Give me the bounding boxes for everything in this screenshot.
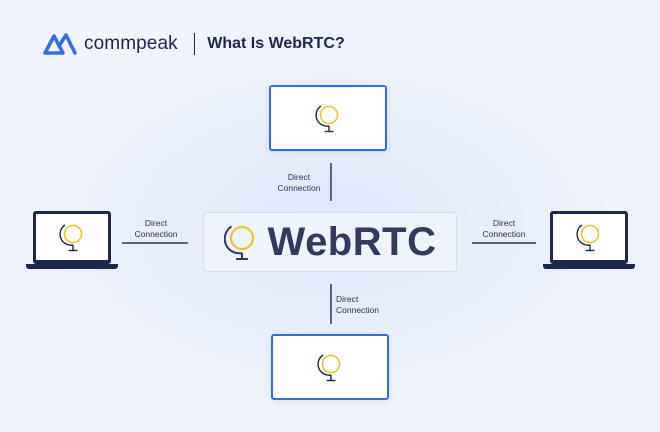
laptop-base: [543, 264, 635, 269]
globe-icon: [317, 354, 341, 382]
laptop-screen: [33, 211, 111, 264]
globe-icon: [576, 224, 600, 252]
connection-label-top: Direct Connection: [277, 172, 321, 193]
device-laptop-right: [543, 211, 635, 271]
globe-icon: [223, 225, 254, 260]
device-laptop-left: [26, 211, 118, 271]
header-divider: [193, 33, 196, 55]
webrtc-label: WebRTC: [267, 219, 437, 264]
laptop-base: [26, 264, 118, 269]
globe-icon: [59, 224, 83, 252]
connection-label-left: Direct Connection: [134, 218, 178, 239]
connector-line-bottom: [330, 284, 332, 324]
device-monitor-bottom: [271, 334, 389, 400]
commpeak-logo-icon: [43, 33, 77, 55]
connector-line-top: [330, 163, 332, 201]
header: commpeak What Is WebRTC?: [42, 28, 345, 60]
connection-label-right: Direct Connection: [482, 218, 526, 239]
connection-label-bottom: Direct Connection: [336, 294, 380, 315]
device-monitor-top: [269, 85, 387, 151]
laptop-screen: [550, 211, 628, 264]
page-title: What Is WebRTC?: [207, 35, 345, 52]
connector-line-left: [122, 242, 188, 244]
connector-line-right: [472, 242, 536, 244]
brand-name: commpeak: [84, 33, 178, 54]
globe-icon: [315, 105, 339, 133]
webrtc-center-box: WebRTC: [203, 212, 457, 272]
